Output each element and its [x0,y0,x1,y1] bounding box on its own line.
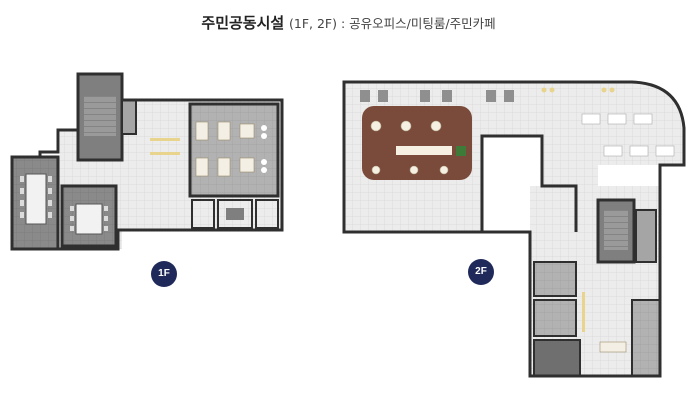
2f-stair-core [596,198,657,264]
2f-outer-walls [342,80,686,378]
2f-top-seating [360,90,514,102]
2f-cafe-area [362,106,472,180]
floor-badge-2f: 2F [468,259,494,285]
1f-left-meeting-room [10,155,60,251]
floor-badge-1f: 1F [151,261,177,287]
floor-plan-2f [342,80,686,378]
2f-accent-dots [541,87,615,93]
1f-shared-office [188,102,280,198]
1f-stair-core [76,72,137,162]
2f-right-desks [581,113,675,157]
page-title: 주민공동시설 (1F, 2F) : 공유오피스/미팅룸/주민카페 [0,12,697,33]
1f-outer-walls [10,72,284,251]
2f-restrooms [533,261,581,377]
2f-inner-walls [480,134,578,232]
title-separator: : [336,16,350,31]
1f-bottom-rooms [191,199,279,229]
1f-corridor-benches [150,138,180,155]
1f-center-meeting-room [60,184,118,248]
title-floors: (1F, 2F) [288,16,337,31]
title-rooms: 공유오피스/미팅룸/주민카페 [349,16,496,31]
floor-plan-1f [10,72,284,251]
title-main: 주민공동시설 [201,14,285,32]
